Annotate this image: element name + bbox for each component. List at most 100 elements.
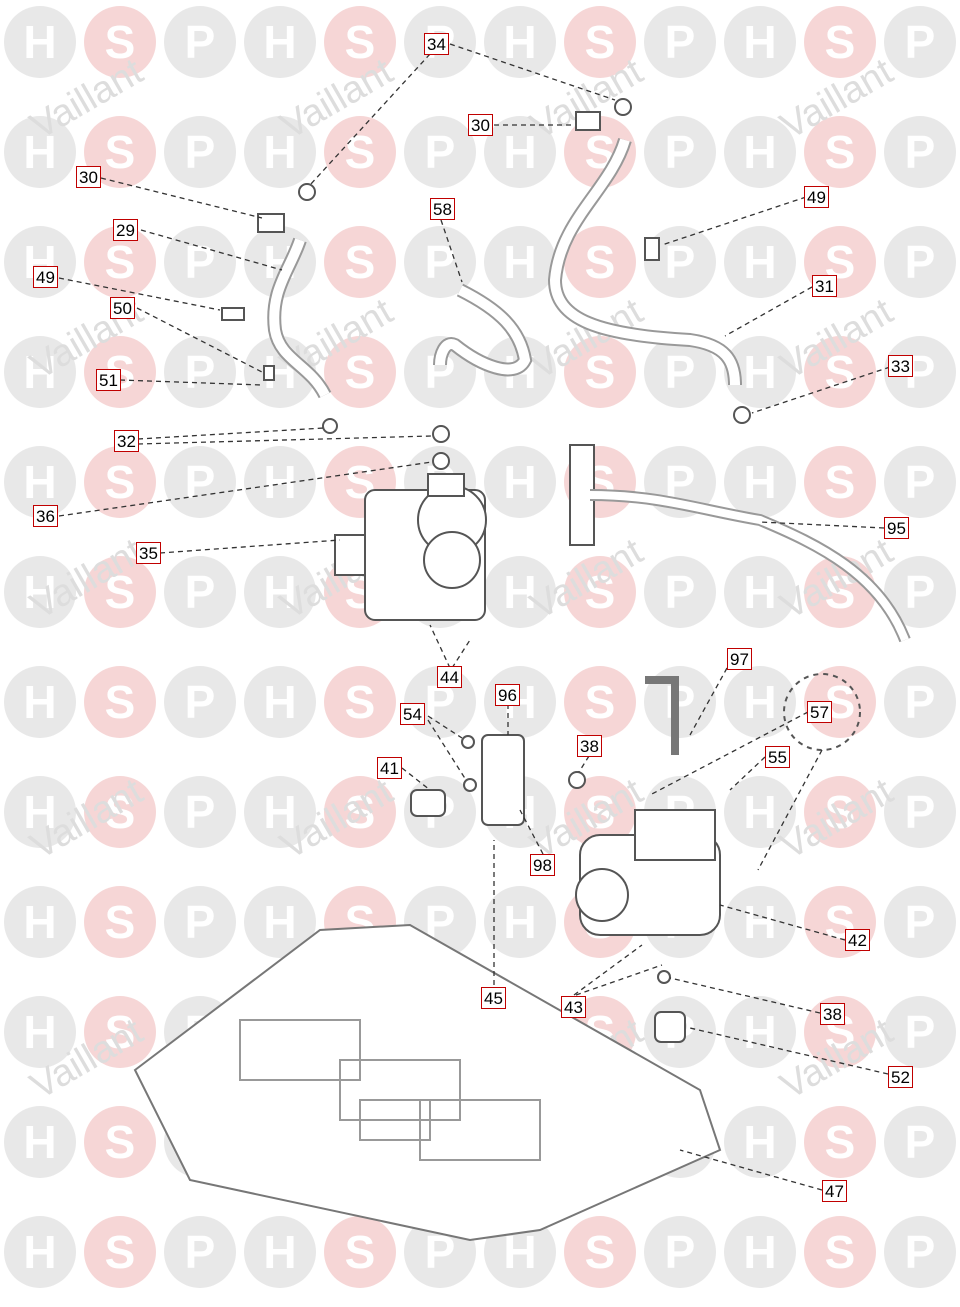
callout-38[interactable]: 38 <box>577 735 602 757</box>
watermark-circle <box>84 116 156 188</box>
callout-38[interactable]: 38 <box>820 1003 845 1025</box>
callout-58[interactable]: 58 <box>430 198 455 220</box>
callout-49[interactable]: 49 <box>33 266 58 288</box>
callout-97[interactable]: 97 <box>727 648 752 670</box>
callout-51[interactable]: 51 <box>96 369 121 391</box>
leader-50 <box>136 307 263 373</box>
watermark-circle <box>884 446 956 518</box>
watermark-circle <box>164 666 236 738</box>
watermark-letter: H <box>23 1116 56 1168</box>
watermark-letter: P <box>185 896 216 948</box>
leader-55 <box>729 756 766 791</box>
leader-34-right <box>449 43 616 101</box>
watermark-circle <box>804 116 876 188</box>
watermark-letter: S <box>105 1006 136 1058</box>
watermark-circle <box>804 1106 876 1178</box>
watermark-circle <box>724 886 796 958</box>
callout-54[interactable]: 54 <box>400 703 425 725</box>
callout-41[interactable]: 41 <box>377 757 402 779</box>
watermark-circle <box>84 226 156 298</box>
watermark-letter: P <box>905 1116 936 1168</box>
watermark-circle <box>564 226 636 298</box>
watermark-letter: S <box>105 786 136 838</box>
callout-30[interactable]: 30 <box>468 114 493 136</box>
watermark-circle <box>884 556 956 628</box>
clip-49-right <box>644 237 660 261</box>
callout-47[interactable]: 47 <box>822 1180 847 1202</box>
watermark-circle <box>884 6 956 78</box>
watermark-letter: H <box>23 786 56 838</box>
watermark-letter: P <box>665 1226 696 1278</box>
callout-52[interactable]: 52 <box>888 1066 913 1088</box>
watermark-letter: H <box>743 676 776 728</box>
watermark-circle <box>4 336 76 408</box>
leader-44b <box>451 639 471 669</box>
watermark-circle <box>804 1216 876 1288</box>
leader-58 <box>440 219 463 283</box>
watermark-circle <box>324 226 396 298</box>
watermark-letter: S <box>105 126 136 178</box>
washer-38-bottom <box>657 970 671 984</box>
watermark-circle <box>324 116 396 188</box>
watermark-circle <box>564 666 636 738</box>
chassis-47 <box>133 923 722 1242</box>
callout-35[interactable]: 35 <box>136 542 161 564</box>
leader-95 <box>759 521 885 529</box>
watermark-letter: H <box>743 566 776 618</box>
leader-32b <box>137 435 433 445</box>
watermark-letter: P <box>905 456 936 508</box>
watermark-letter: H <box>263 676 296 728</box>
watermark-circle <box>244 6 316 78</box>
leader-52 <box>689 1027 889 1075</box>
watermark-letter: P <box>905 126 936 178</box>
callout-31[interactable]: 31 <box>812 275 837 297</box>
watermark-circle <box>164 776 236 848</box>
callout-33[interactable]: 33 <box>888 355 913 377</box>
callout-36[interactable]: 36 <box>33 505 58 527</box>
washer-34-right <box>614 98 632 116</box>
watermark-letter: P <box>905 896 936 948</box>
callout-98[interactable]: 98 <box>530 854 555 876</box>
watermark-letter: P <box>665 16 696 68</box>
watermark-letter: S <box>585 16 616 68</box>
watermark-letter: S <box>585 1226 616 1278</box>
callout-55[interactable]: 55 <box>765 746 790 768</box>
watermark-circle <box>484 116 556 188</box>
watermark-letter: H <box>23 16 56 68</box>
callout-43[interactable]: 43 <box>561 996 586 1018</box>
washer-33 <box>733 406 751 424</box>
callout-30[interactable]: 30 <box>76 166 101 188</box>
watermark-letter: H <box>263 566 296 618</box>
callout-34[interactable]: 34 <box>424 33 449 55</box>
watermark-circle <box>804 6 876 78</box>
callout-42[interactable]: 42 <box>845 929 870 951</box>
watermark-circle <box>324 1216 396 1288</box>
callout-45[interactable]: 45 <box>481 987 506 1009</box>
watermark-letter: S <box>825 456 856 508</box>
watermark-circle <box>164 886 236 958</box>
callout-57[interactable]: 57 <box>807 701 832 723</box>
callout-96[interactable]: 96 <box>495 684 520 706</box>
callout-95[interactable]: 95 <box>884 517 909 539</box>
watermark-circle <box>724 776 796 848</box>
callout-29[interactable]: 29 <box>113 219 138 241</box>
watermark-circle <box>164 1216 236 1288</box>
watermark-letter: P <box>185 566 216 618</box>
watermark-letter: P <box>185 676 216 728</box>
watermark-letter: S <box>825 126 856 178</box>
callout-49[interactable]: 49 <box>804 186 829 208</box>
watermark-letter: P <box>185 1226 216 1278</box>
watermark-letter: H <box>743 786 776 838</box>
callout-32[interactable]: 32 <box>114 430 139 452</box>
watermark-letter: S <box>105 1116 136 1168</box>
leader-57a <box>649 711 809 796</box>
callout-44[interactable]: 44 <box>437 666 462 688</box>
watermark-circle <box>564 1216 636 1288</box>
watermark-letter: H <box>23 566 56 618</box>
watermark-letter: P <box>665 236 696 288</box>
watermark-letter: S <box>105 16 136 68</box>
watermark-circle <box>644 116 716 188</box>
leader-57b <box>757 749 823 871</box>
callout-50[interactable]: 50 <box>110 297 135 319</box>
leader-35 <box>159 539 341 554</box>
